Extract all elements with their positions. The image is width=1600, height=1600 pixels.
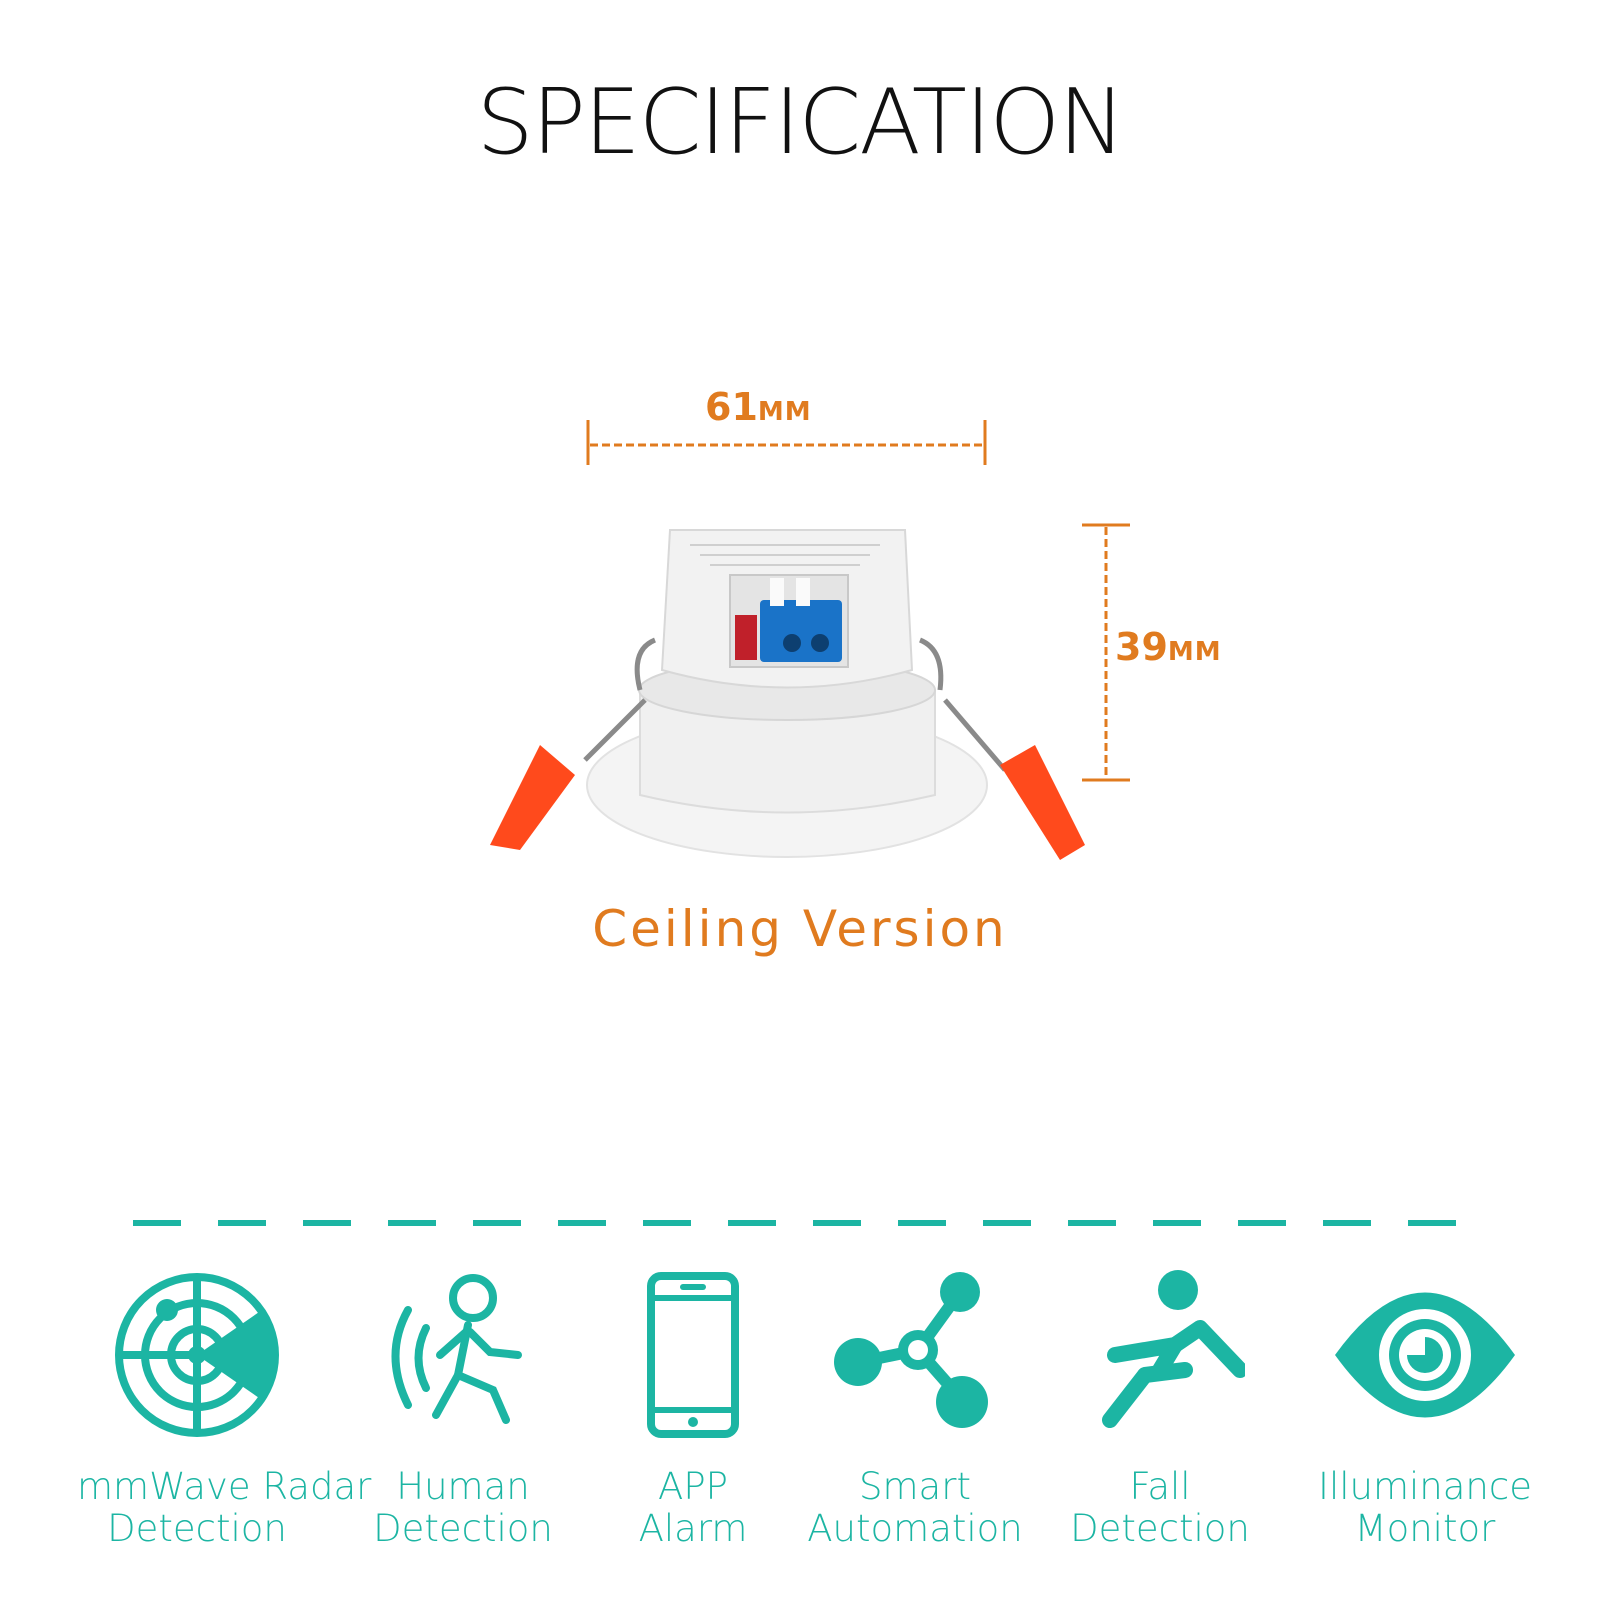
share-network-icon — [834, 1272, 988, 1428]
dashed-divider — [133, 1220, 1468, 1226]
width-dimension-label: 61MM — [705, 385, 812, 429]
feature-item: mmWave Radar Detection — [77, 1270, 372, 1550]
smartphone-icon — [647, 1272, 739, 1438]
eye-icon — [1335, 1292, 1515, 1418]
feature-label: Illuminance Monitor — [1318, 1465, 1532, 1550]
product-section: 61MM 39MM Ceiling Version — [490, 385, 1222, 958]
sensor-product-image — [490, 420, 1130, 860]
radar-icon — [115, 1273, 279, 1437]
feature-label: Fall Detection — [1070, 1465, 1250, 1550]
feature-label: mmWave Radar Detection — [77, 1465, 372, 1550]
feature-item: APP Alarm — [573, 1270, 813, 1550]
feature-item: Fall Detection — [1040, 1270, 1280, 1550]
feature-label: APP Alarm — [638, 1465, 748, 1550]
product-caption: Ceiling Version — [592, 900, 1008, 958]
feature-item: Illuminance Monitor — [1305, 1270, 1545, 1550]
human-motion-icon — [391, 1274, 522, 1424]
height-unit: MM — [1167, 637, 1222, 667]
feature-label: Smart Automation — [807, 1465, 1023, 1550]
fall-person-icon — [1102, 1270, 1245, 1428]
page-title: SPECIFICATION — [476, 70, 1125, 175]
height-dimension-label: 39MM — [1115, 625, 1222, 669]
width-value: 61 — [705, 385, 758, 429]
feature-label: Human Detection — [373, 1465, 553, 1550]
width-dimension-line — [586, 420, 987, 465]
feature-item: Human Detection — [343, 1270, 583, 1550]
feature-item: Smart Automation — [795, 1270, 1035, 1550]
width-unit: MM — [757, 397, 812, 427]
height-dimension-line — [1082, 523, 1130, 782]
feature-list: mmWave Radar Detection Human Detection — [0, 1270, 1600, 1570]
height-value: 39 — [1115, 625, 1168, 669]
